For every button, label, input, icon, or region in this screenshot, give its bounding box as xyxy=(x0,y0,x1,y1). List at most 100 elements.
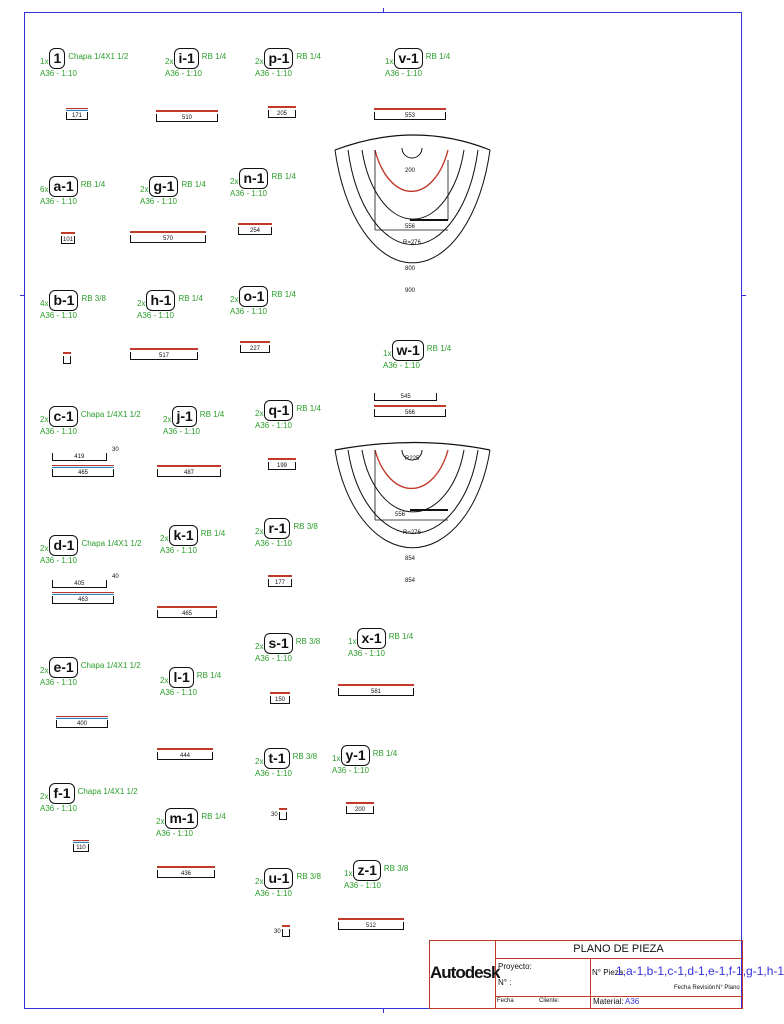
part-spec: RB 3/8 xyxy=(293,522,318,531)
part-spec: RB 1/4 xyxy=(178,294,203,303)
dimension-length: 171 xyxy=(66,112,88,120)
dimension-length: 254 xyxy=(238,227,272,235)
part-y-1: 1x y-1 RB 1/4 A36 - 1:10 xyxy=(332,745,482,845)
fecha-label: Fecha xyxy=(497,998,514,1004)
rod-profile xyxy=(61,232,75,234)
part-label-badge: 1 xyxy=(49,48,66,69)
part-material: A36 - 1:10 xyxy=(348,649,385,658)
part-material: A36 - 1:10 xyxy=(40,69,77,78)
part-material: A36 - 1:10 xyxy=(385,69,422,78)
part-qty: 2x xyxy=(160,534,169,543)
dimension-length: 581 xyxy=(338,688,414,696)
rod-profile xyxy=(338,684,414,686)
dimension-length: 436 xyxy=(157,870,215,878)
part-l-1: 2x l-1 RB 1/4 A36 - 1:10 xyxy=(160,667,310,767)
rod-profile xyxy=(374,108,446,110)
part-header: 2x j-1 RB 1/4 xyxy=(163,406,224,427)
part-spec: RB 1/4 xyxy=(296,52,321,61)
proyecto-label: Proyecto: xyxy=(498,962,532,971)
part-d-1: 2x d-1 Chapa 1/4X1 1/2 A36 - 1:10 xyxy=(40,535,190,635)
part-material: A36 - 1:10 xyxy=(383,361,420,370)
part-material: A36 - 1:10 xyxy=(40,197,77,206)
drawing-title: PLANO DE PIEZA xyxy=(573,943,664,955)
part-q-1: 2x q-1 RB 1/4 A36 - 1:10 xyxy=(255,400,405,500)
part-qty: 1x xyxy=(348,637,357,646)
part-qty: 2x xyxy=(40,792,49,801)
frame-tick-top xyxy=(383,8,384,13)
frame-tick-left xyxy=(20,295,25,296)
part-n-1: 2x n-1 RB 1/4 A36 - 1:10 xyxy=(230,168,380,268)
cliente-label: Cliente: xyxy=(539,998,560,1004)
part-spec: RB 3/8 xyxy=(296,872,321,881)
part-header: 2x m-1 RB 1/4 xyxy=(156,808,226,829)
part-qty: 2x xyxy=(137,299,146,308)
part-label-badge: l-1 xyxy=(169,667,194,688)
part-header: 2x p-1 RB 1/4 xyxy=(255,48,321,69)
part-material: A36 - 1:10 xyxy=(163,427,200,436)
part-spec: Chapa 1/4X1 1/2 xyxy=(77,787,138,796)
part-spec: Chapa 1/4X1 1/2 xyxy=(68,52,129,61)
title-block-logo-cell: Autodesk xyxy=(430,941,500,1008)
part-qty: 2x xyxy=(255,409,264,418)
part-header: 2x r-1 RB 3/8 xyxy=(255,518,318,539)
dimension-secondary: 405 xyxy=(52,580,107,588)
dimension-length: 150 xyxy=(270,696,290,704)
dimension-length: 570 xyxy=(130,235,206,243)
part-v-1: 1x v-1 RB 1/4 A36 - 1:10 xyxy=(385,48,535,148)
part-label-badge: e-1 xyxy=(49,657,78,678)
rod-profile xyxy=(268,106,296,108)
part-spec: Chapa 1/4X1 1/2 xyxy=(81,539,142,548)
fecha-cell: Fecha Cliente: xyxy=(495,996,591,1008)
part-label-badge: a-1 xyxy=(49,176,78,197)
rod-profile xyxy=(270,692,290,694)
pieza-cell: N° Pieza: 1,a-1,b-1,c-1,d-1,e-1,f-1,g-1,… xyxy=(590,958,784,997)
part-label-badge: g-1 xyxy=(149,176,179,197)
part-header: 2x i-1 RB 1/4 xyxy=(165,48,226,69)
part-qty: 6x xyxy=(40,185,49,194)
dimension-length: 227 xyxy=(240,345,270,353)
part-spec: RB 1/4 xyxy=(296,404,321,413)
part-label-badge: t-1 xyxy=(264,748,290,769)
part-header: 2x c-1 Chapa 1/4X1 1/2 xyxy=(40,406,141,427)
part-qty: 2x xyxy=(255,757,264,766)
part-b-1: 4x b-1 RB 3/8 A36 - 1:10 xyxy=(40,290,190,390)
numero-label: N° : xyxy=(498,978,512,987)
part-header: 1x x-1 RB 1/4 xyxy=(348,628,413,649)
part-header: 1x y-1 RB 1/4 xyxy=(332,745,397,766)
rod-profile xyxy=(338,918,404,920)
material-value: A36 xyxy=(625,997,640,1006)
part-material: A36 - 1:10 xyxy=(40,311,77,320)
dimension-note: 30 xyxy=(274,929,281,935)
part-header: 6x a-1 RB 1/4 xyxy=(40,176,105,197)
part-material: A36 - 1:10 xyxy=(160,546,197,555)
dimension-length: 205 xyxy=(268,110,296,118)
part-qty: 2x xyxy=(255,527,264,536)
part-qty: 2x xyxy=(40,666,49,675)
part-o-1: 2x o-1 RB 1/4 A36 - 1:10 xyxy=(230,286,380,386)
part-header: 4x b-1 RB 3/8 xyxy=(40,290,106,311)
autodesk-logo: Autodesk xyxy=(430,963,500,982)
part-spec: RB 3/8 xyxy=(292,752,318,761)
part-label-badge: r-1 xyxy=(264,518,291,539)
dimension-length: 510 xyxy=(156,114,218,122)
rod-profile xyxy=(240,341,270,343)
part-header: 2x e-1 Chapa 1/4X1 1/2 xyxy=(40,657,141,678)
dimension-length: 110 xyxy=(73,844,89,852)
pieza-value: 1,a-1,b-1,c-1,d-1,e-1,f-1,g-1,h-1 xyxy=(616,964,784,978)
part-x-1: 1x x-1 RB 1/4 A36 - 1:10 xyxy=(348,628,498,728)
part-label-badge: j-1 xyxy=(172,406,197,427)
part-spec: RB 1/4 xyxy=(196,671,222,680)
part-material: A36 - 1:10 xyxy=(230,307,267,316)
part-qty: 1x xyxy=(385,57,394,66)
part-qty: 1x xyxy=(383,349,392,358)
dimension-length: 566 xyxy=(374,409,446,417)
part-spec: RB 1/4 xyxy=(199,410,225,419)
part-spec: RB 1/4 xyxy=(372,749,398,758)
rod-profile xyxy=(374,405,446,407)
rod-profile xyxy=(157,465,221,467)
part-material: A36 - 1:10 xyxy=(344,881,381,890)
part-qty: 2x xyxy=(163,415,172,424)
rod-profile xyxy=(238,223,272,225)
part-header: 2x u-1 RB 3/8 xyxy=(255,868,321,889)
rod-profile xyxy=(130,231,206,233)
